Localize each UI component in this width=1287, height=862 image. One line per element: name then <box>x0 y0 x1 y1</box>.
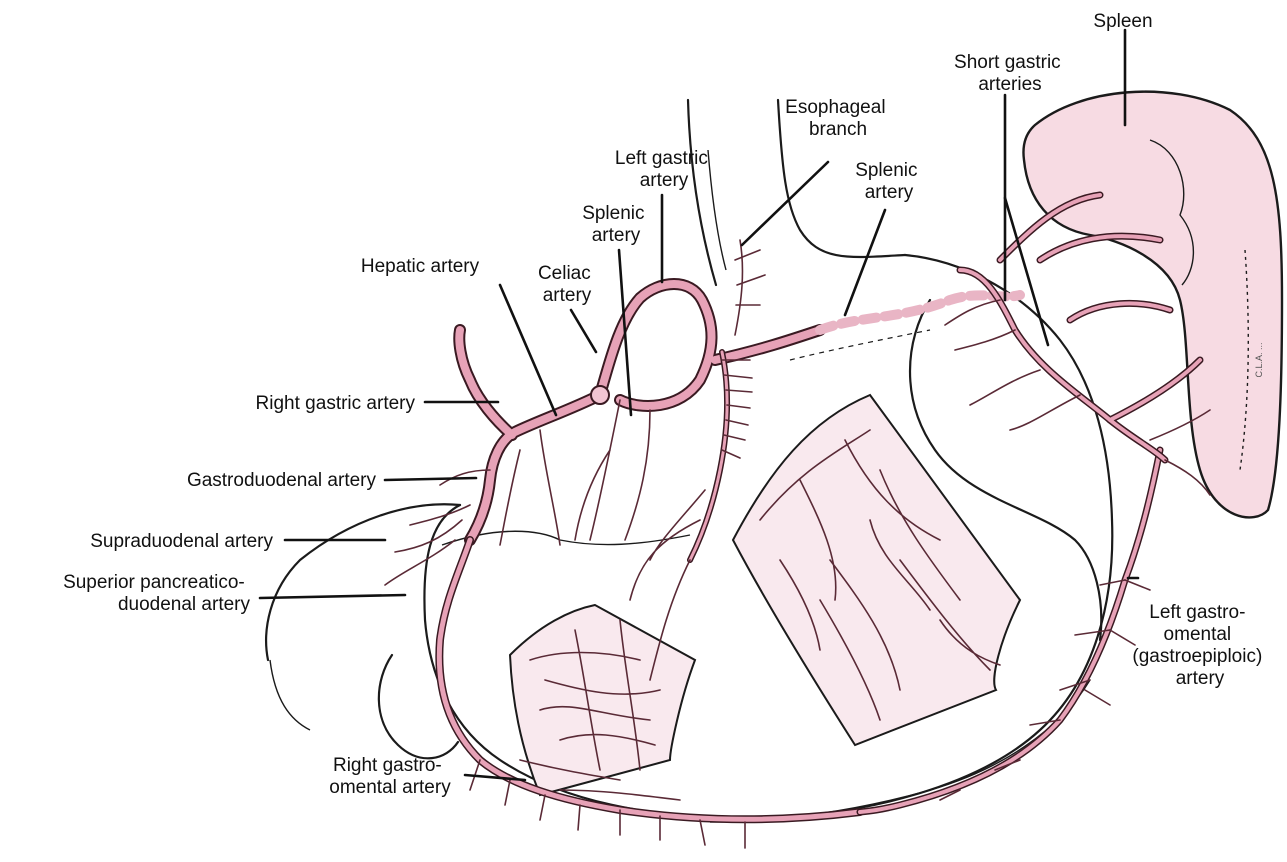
cutaway-window-small <box>510 605 695 795</box>
label-splenic-artery-left: Splenic artery <box>582 203 650 246</box>
label-celiac-artery: Celiac artery <box>538 263 596 306</box>
label-left-gastro-omental-artery: Left gastro- omental (gastroepiploic) ar… <box>1132 602 1267 689</box>
label-right-gastro-omental-artery: Right gastro- omental artery <box>329 755 451 798</box>
label-splenic-artery-right: Splenic artery <box>855 160 923 203</box>
stomach-outline <box>266 100 1112 822</box>
label-spleen: Spleen <box>1093 11 1152 32</box>
cutaway-window-large <box>733 395 1020 745</box>
label-superior-pancreaticoduodenal-artery: Superior pancreatico- duodenal artery <box>63 572 250 615</box>
label-gastroduodenal-artery: Gastroduodenal artery <box>187 470 377 491</box>
label-hepatic-artery: Hepatic artery <box>361 256 480 277</box>
label-supraduodenal-artery: Supraduodenal artery <box>90 531 273 552</box>
label-right-gastric-artery: Right gastric artery <box>256 393 416 414</box>
artist-signature: C.L.A. ... <box>1254 342 1264 377</box>
label-esophageal-branch: Esophageal branch <box>785 97 891 140</box>
label-short-gastric-arteries: Short gastric arteries <box>954 52 1066 95</box>
label-left-gastric-artery: Left gastric artery <box>615 148 713 191</box>
